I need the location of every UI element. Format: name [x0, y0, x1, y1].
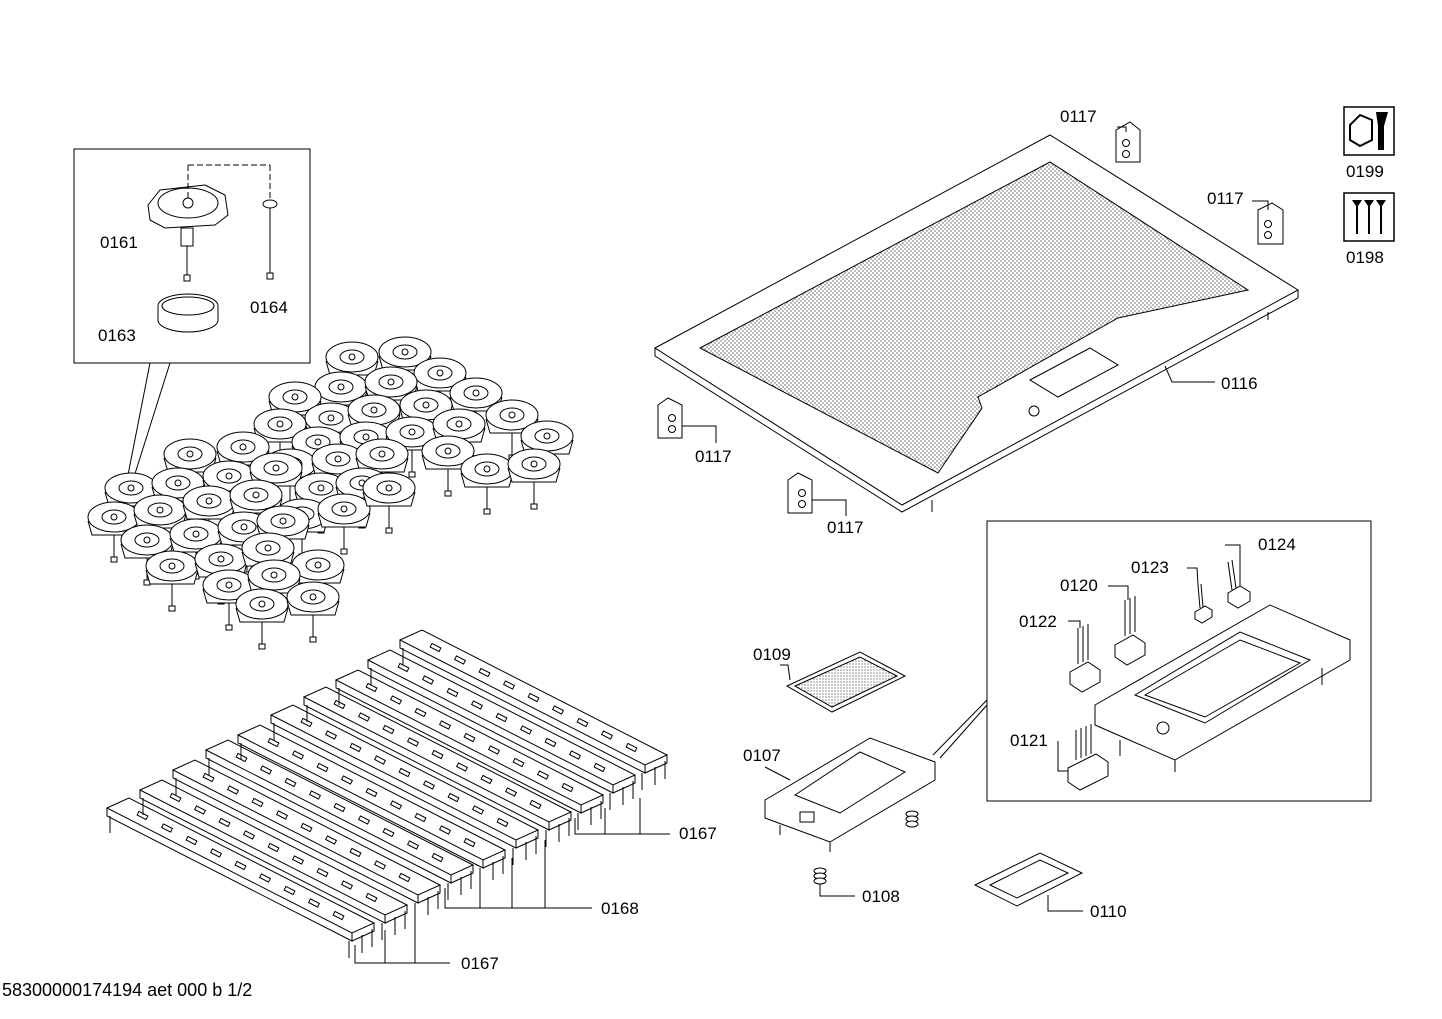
label-0117-right: 0117: [1207, 189, 1244, 208]
label-0161: 0161: [100, 233, 138, 252]
induction-coil-unit: [325, 341, 379, 403]
connector-0124: [1227, 559, 1251, 609]
induction-coil-unit: [286, 581, 340, 643]
control-module-0107: [764, 737, 936, 852]
induction-coil-unit: [378, 336, 432, 398]
label-sheet-0110: [973, 852, 1084, 907]
gasket-ring-part: [157, 293, 219, 333]
support-rail: [236, 724, 507, 885]
induction-coil-unit: [362, 472, 416, 534]
support-rail: [138, 779, 409, 940]
induction-coil-unit: [241, 532, 295, 594]
support-rail: [334, 669, 605, 830]
induction-coil-unit: [291, 549, 345, 611]
spring-0108a: [905, 810, 919, 828]
label-0123: 0123: [1131, 558, 1169, 577]
label-0199: 0199: [1346, 162, 1384, 181]
label-0117-bottom: 0117: [827, 518, 864, 537]
label-0167-upper: 0167: [679, 824, 717, 843]
support-rail: [302, 686, 573, 847]
leader-lines: [354, 126, 1269, 964]
drawing-reference-footer: 58300000174194 aet 000 b 1/2: [2, 980, 253, 1000]
connector-0121: [1067, 724, 1109, 791]
electronics-detail-box: [932, 520, 1372, 802]
glass-hob-plate: [654, 134, 1299, 513]
induction-coil-unit: [421, 435, 475, 497]
label-0124: 0124: [1258, 535, 1296, 554]
induction-coil-unit: [507, 448, 561, 510]
spring-0108b: [813, 867, 827, 885]
label-0120: 0120: [1060, 576, 1098, 595]
label-0164: 0164: [250, 298, 288, 317]
mounting-bracket-2: [1257, 202, 1284, 245]
mounting-bracket-3: [657, 397, 683, 439]
label-0110: 0110: [1090, 902, 1127, 921]
label-0121: 0121: [1010, 731, 1048, 750]
label-0108: 0108: [862, 887, 900, 906]
label-0117-left: 0117: [695, 447, 732, 466]
support-rail: [366, 649, 637, 810]
label-0163: 0163: [98, 326, 136, 345]
label-0198: 0198: [1346, 248, 1384, 267]
induction-coil-unit: [253, 408, 307, 470]
support-rail: [204, 739, 475, 900]
induction-coil-unit: [182, 485, 236, 547]
connector-0122: [1069, 624, 1101, 693]
screws-icon: [1343, 192, 1395, 242]
induction-coil-part: [147, 164, 271, 282]
support-rail: [269, 704, 540, 865]
induction-coil-unit: [194, 543, 248, 605]
control-module-large: [1094, 604, 1351, 772]
induction-coil-unit: [235, 588, 289, 650]
support-rails: [105, 629, 669, 958]
connector-0123: [1194, 583, 1213, 624]
label-0116: 0116: [1221, 374, 1258, 393]
label-0167-lower: 0167: [461, 954, 499, 973]
support-rail: [398, 629, 669, 790]
support-rail: [171, 759, 442, 920]
temperature-sensor-part: [262, 199, 278, 280]
induction-coil-unit: [145, 550, 199, 612]
connector-0120: [1114, 596, 1146, 666]
induction-coil-unit: [229, 479, 283, 541]
induction-coil-unit: [317, 493, 371, 555]
support-rail: [105, 797, 376, 958]
label-0107: 0107: [743, 746, 781, 765]
coil-cluster: [87, 336, 574, 650]
service-tool-icon: [1343, 106, 1395, 156]
coil-detail-box: [73, 148, 311, 481]
thermal-pad-0109: [785, 651, 907, 713]
mounting-bracket-4: [787, 472, 813, 514]
label-0122: 0122: [1019, 612, 1057, 631]
label-0168: 0168: [601, 899, 639, 918]
induction-coil-unit: [460, 453, 514, 515]
label-0109: 0109: [753, 645, 791, 664]
mounting-bracket-1: [1115, 121, 1141, 163]
label-0117-top: 0117: [1060, 107, 1097, 126]
